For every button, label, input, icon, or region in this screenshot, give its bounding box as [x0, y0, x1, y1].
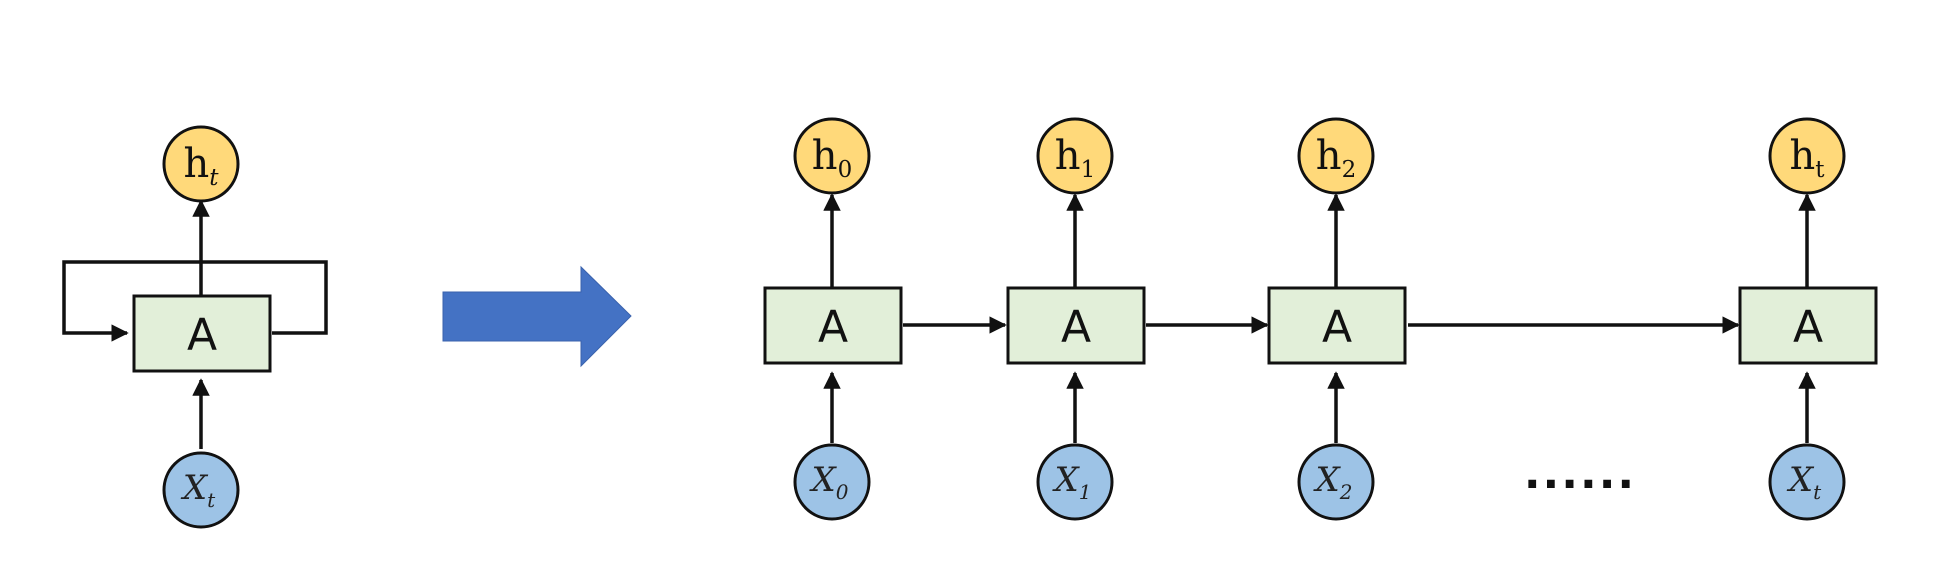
- cell-box-1: [1006, 286, 1146, 365]
- cell-box-0: [763, 286, 903, 365]
- input-node-1: [1036, 443, 1114, 521]
- cell-box-t: [1738, 286, 1878, 365]
- folded-output-label: ht: [183, 141, 219, 191]
- time-step-2: A h2 X2: [1267, 117, 1407, 521]
- output-label-1: h1: [1055, 133, 1095, 183]
- folded-input-label: Xt: [180, 468, 216, 512]
- folded-output-node: [162, 125, 240, 203]
- cell-label-t: A: [1793, 302, 1823, 353]
- output-label-0: h0: [812, 133, 852, 183]
- input-label-1: X1: [1052, 460, 1092, 504]
- time-step-1: A h1 X1: [1006, 117, 1146, 521]
- time-step-t: A ht Xt: [1738, 117, 1878, 521]
- ellipsis: ......: [1524, 448, 1636, 499]
- folded-cell-label: A: [187, 310, 217, 361]
- output-label-t: ht: [1789, 133, 1825, 183]
- input-node-0: [793, 443, 871, 521]
- output-label-2: h2: [1316, 133, 1356, 183]
- input-label-t: Xt: [1786, 460, 1822, 504]
- output-node-2: [1297, 117, 1375, 195]
- cell-label-1: A: [1061, 302, 1091, 353]
- folded-cell-box: [132, 294, 272, 373]
- output-node-0: [793, 117, 871, 195]
- output-node-t: [1768, 117, 1846, 195]
- folded-input-node: [162, 451, 240, 529]
- cell-label-2: A: [1322, 302, 1352, 353]
- unrolled-rnn: A h0 X0 A h1 X1: [763, 117, 1878, 521]
- output-node-1: [1036, 117, 1114, 195]
- input-label-0: X0: [809, 460, 849, 504]
- input-node-2: [1297, 443, 1375, 521]
- input-label-2: X2: [1313, 460, 1353, 504]
- cell-box-2: [1267, 286, 1407, 365]
- cell-label-0: A: [818, 302, 848, 353]
- recurrent-loop-edge: [62, 260, 328, 342]
- right-arrow-icon: [442, 265, 632, 368]
- folded-rnn: A ht Xt: [62, 125, 328, 529]
- time-step-0: A h0 X0: [763, 117, 903, 521]
- input-node-t: [1768, 443, 1846, 521]
